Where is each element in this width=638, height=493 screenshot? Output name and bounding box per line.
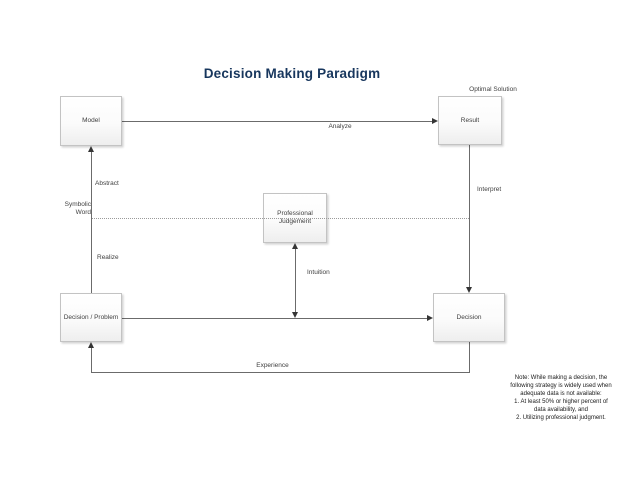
optimal-solution-label: Optimal Solution bbox=[469, 86, 517, 93]
note-line: 1. At least 50% or higher percent of bbox=[514, 399, 608, 405]
experience-loop-right-segment bbox=[469, 342, 470, 373]
realize-label: Realize bbox=[97, 254, 119, 261]
note-line: data availability, and bbox=[534, 407, 588, 413]
arrowhead-right-icon bbox=[427, 315, 433, 321]
arrowhead-up-icon bbox=[88, 146, 94, 152]
symbolic-word-label-line1: Symbolic bbox=[64, 201, 91, 208]
symbolic-word-label-line2: Word bbox=[75, 209, 91, 216]
node-decision-problem: Decision / Problem bbox=[60, 293, 122, 342]
abstract-label: Abstract bbox=[95, 180, 119, 187]
node-decision-problem-label: Decision / Problem bbox=[63, 313, 119, 321]
note-line: following strategy is widely used when bbox=[510, 383, 612, 389]
arrowhead-up-icon bbox=[292, 243, 298, 249]
node-model-label: Model bbox=[82, 117, 100, 124]
abstract-arrow-line bbox=[91, 152, 92, 293]
analyze-arrow-line bbox=[122, 121, 432, 122]
node-result: Result bbox=[438, 96, 502, 145]
node-professional-judgement-label-line2: Judgement bbox=[278, 218, 312, 225]
node-model: Model bbox=[60, 96, 122, 146]
node-professional-judgement-label-line1: Professional bbox=[277, 210, 313, 217]
experience-label: Experience bbox=[256, 362, 289, 369]
node-result-label: Result bbox=[460, 116, 480, 124]
problem-to-decision-arrow-line bbox=[122, 318, 427, 319]
node-decision: Decision bbox=[433, 293, 505, 342]
analyze-label: Analyze bbox=[328, 123, 352, 130]
note-text: Note: While making a decision, the follo… bbox=[487, 374, 635, 422]
node-decision-label: Decision bbox=[456, 313, 482, 321]
intuition-arrow-line bbox=[295, 249, 296, 312]
symbolic-boundary-dotted-line bbox=[92, 218, 469, 219]
arrowhead-down-icon bbox=[292, 312, 298, 318]
arrowhead-up-icon bbox=[88, 342, 94, 348]
note-line: adequate data is not available: bbox=[520, 391, 602, 397]
intuition-label: Intuition bbox=[307, 269, 330, 276]
arrowhead-right-icon bbox=[432, 118, 438, 124]
arrowhead-down-icon bbox=[466, 287, 472, 293]
note-line: Note: While making a decision, the bbox=[514, 375, 608, 381]
interpret-arrow-line bbox=[469, 145, 470, 287]
experience-loop-left-segment bbox=[91, 348, 92, 373]
diagram-title: Decision Making Paradigm bbox=[203, 66, 381, 81]
experience-loop-bottom-segment bbox=[91, 372, 470, 373]
note-line: 2. Utilizing professional judgment. bbox=[516, 415, 606, 421]
interpret-label: Interpret bbox=[477, 186, 502, 193]
symbolic-word-label: Symbolic Word bbox=[45, 201, 91, 217]
